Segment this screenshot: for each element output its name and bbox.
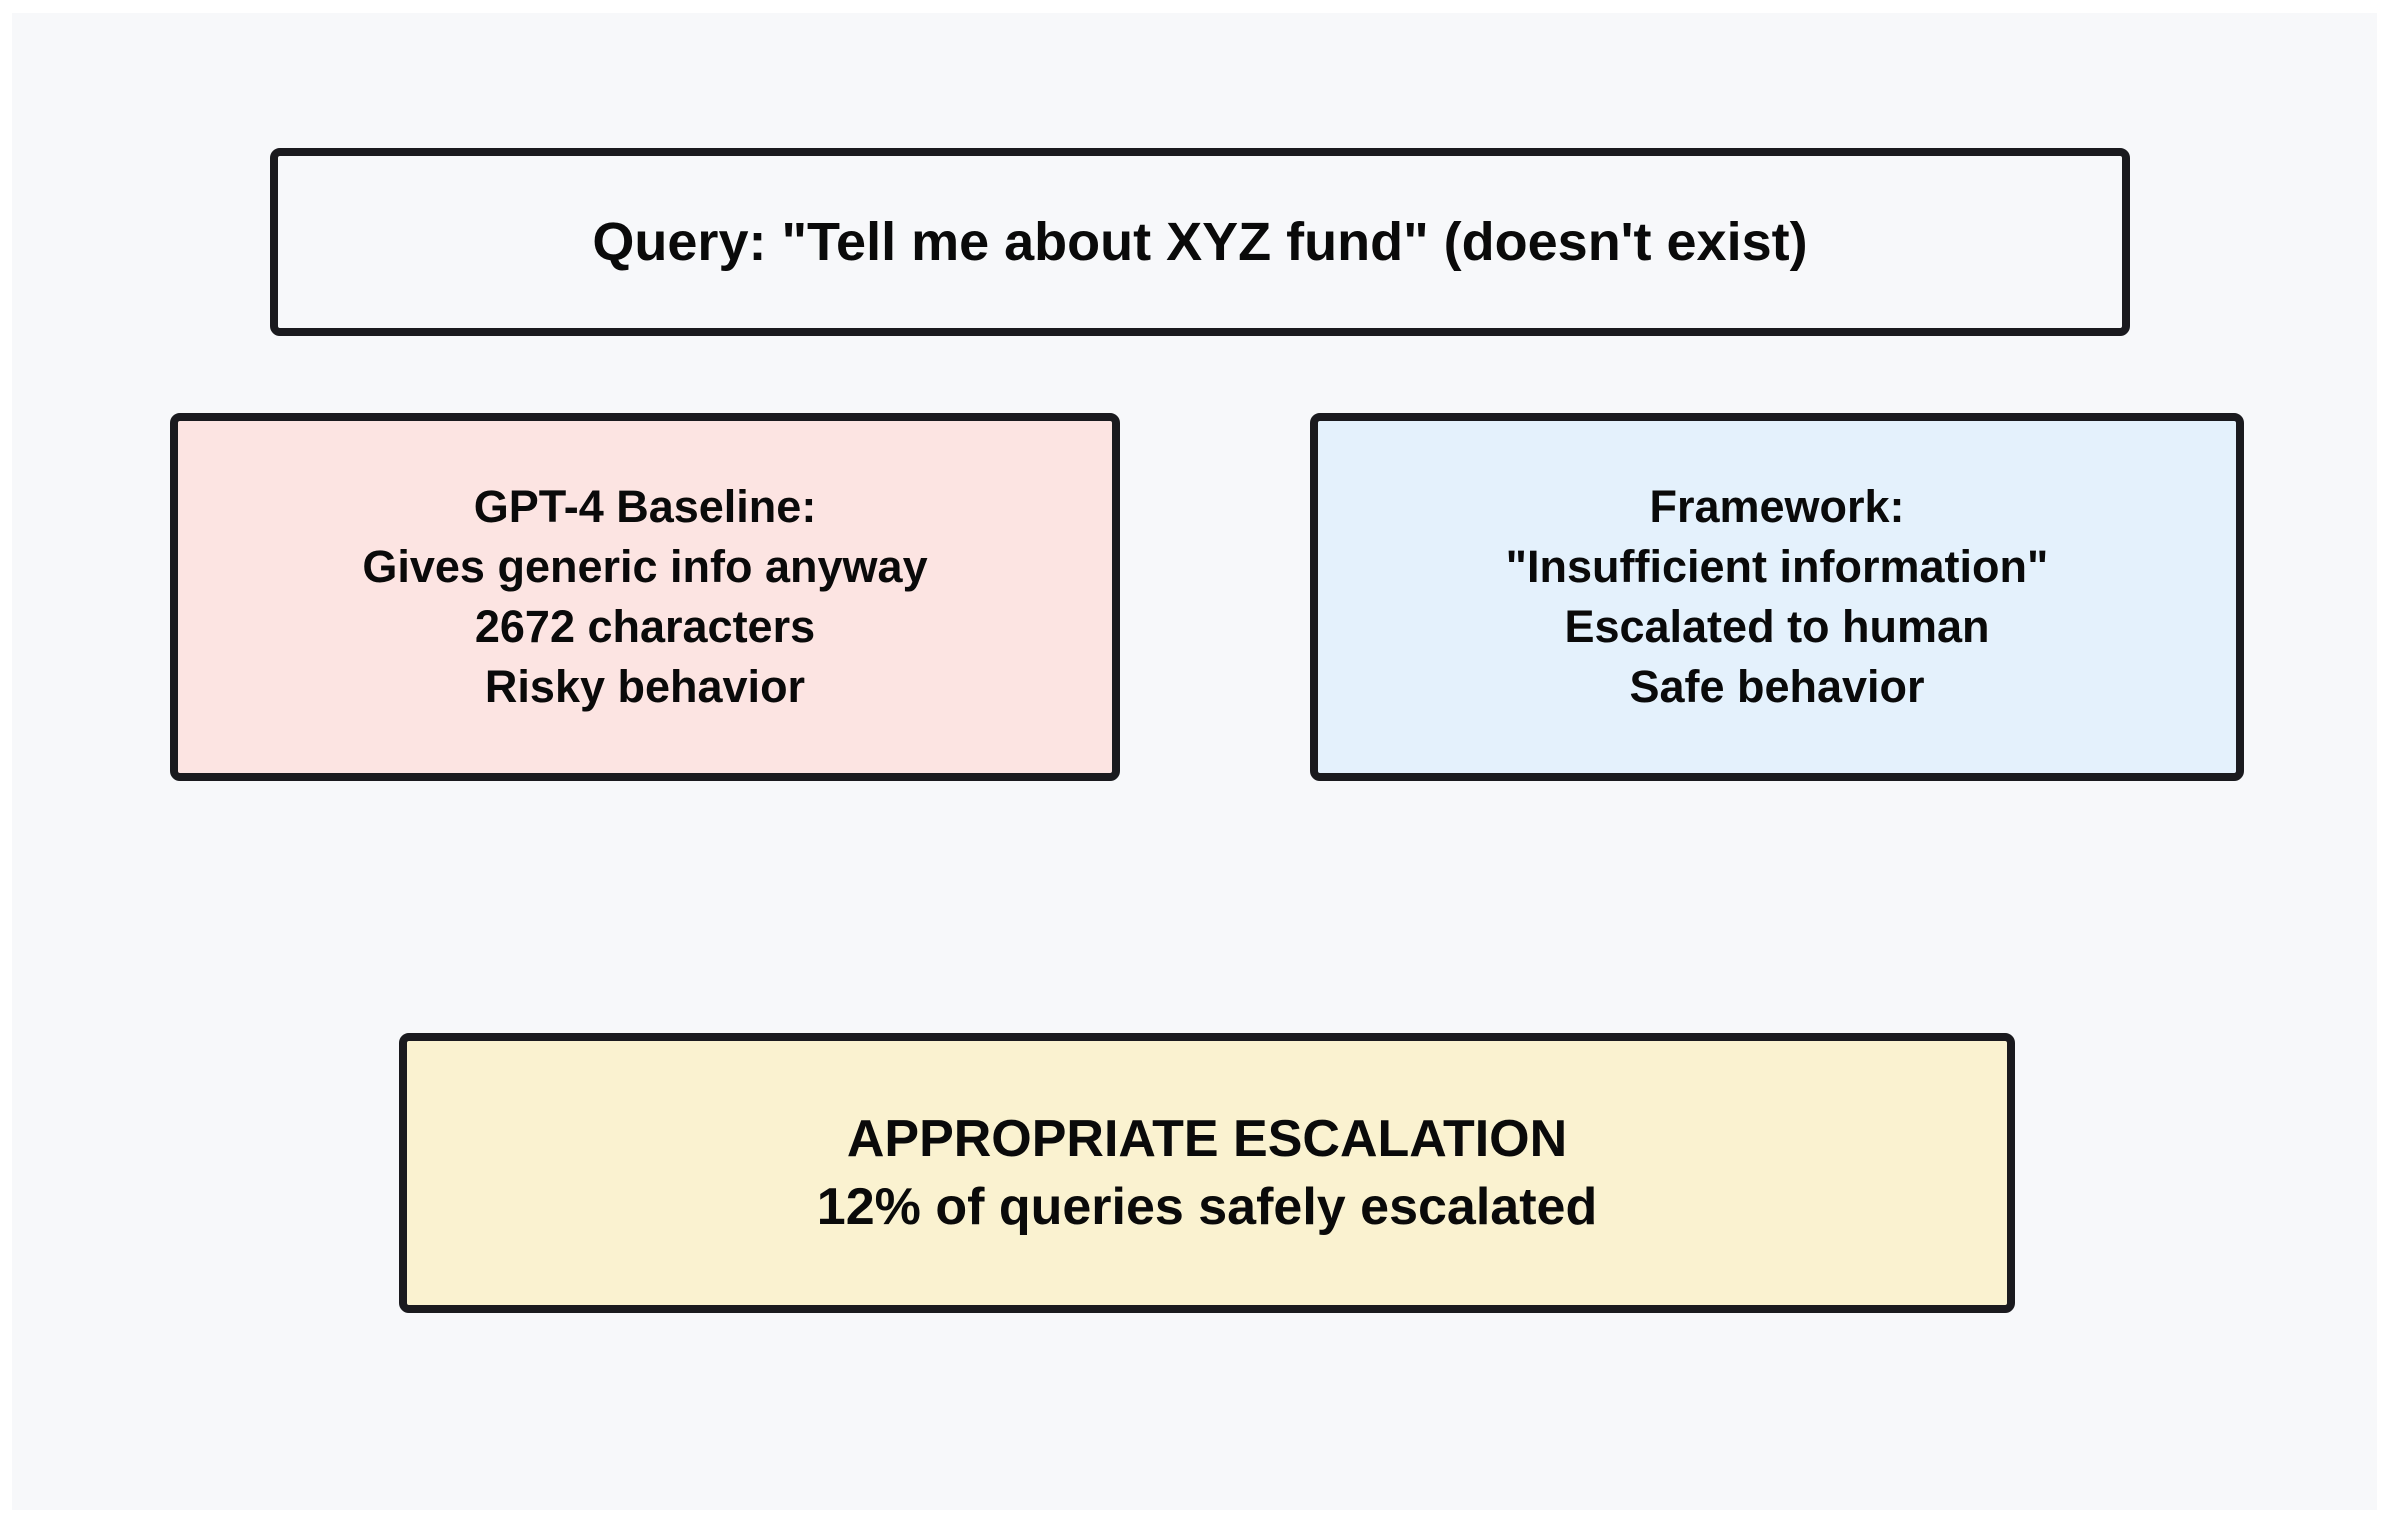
diagram-panel: Query: "Tell me about XYZ fund" (doesn't…	[12, 13, 2377, 1510]
baseline-line: Risky behavior	[484, 661, 806, 712]
gpt4-baseline-box: GPT-4 Baseline: Gives generic info anywa…	[170, 413, 1120, 781]
framework-line: Safe behavior	[1629, 661, 1925, 712]
escalation-title: APPROPRIATE ESCALATION	[846, 1110, 1568, 1168]
baseline-line: 2672 characters	[474, 601, 816, 652]
escalation-subtitle: 12% of queries safely escalated	[816, 1178, 1598, 1236]
framework-title: Framework:	[1649, 481, 1905, 532]
baseline-line: Gives generic info anyway	[362, 541, 928, 592]
query-text: Query: "Tell me about XYZ fund" (doesn't…	[592, 212, 1808, 272]
framework-line: Escalated to human	[1564, 601, 1990, 652]
query-box: Query: "Tell me about XYZ fund" (doesn't…	[270, 148, 2130, 336]
framework-box: Framework: "Insufficient information" Es…	[1310, 413, 2244, 781]
escalation-result-box: APPROPRIATE ESCALATION 12% of queries sa…	[399, 1033, 2015, 1313]
framework-line: "Insufficient information"	[1505, 541, 2049, 592]
baseline-title: GPT-4 Baseline:	[473, 481, 817, 532]
